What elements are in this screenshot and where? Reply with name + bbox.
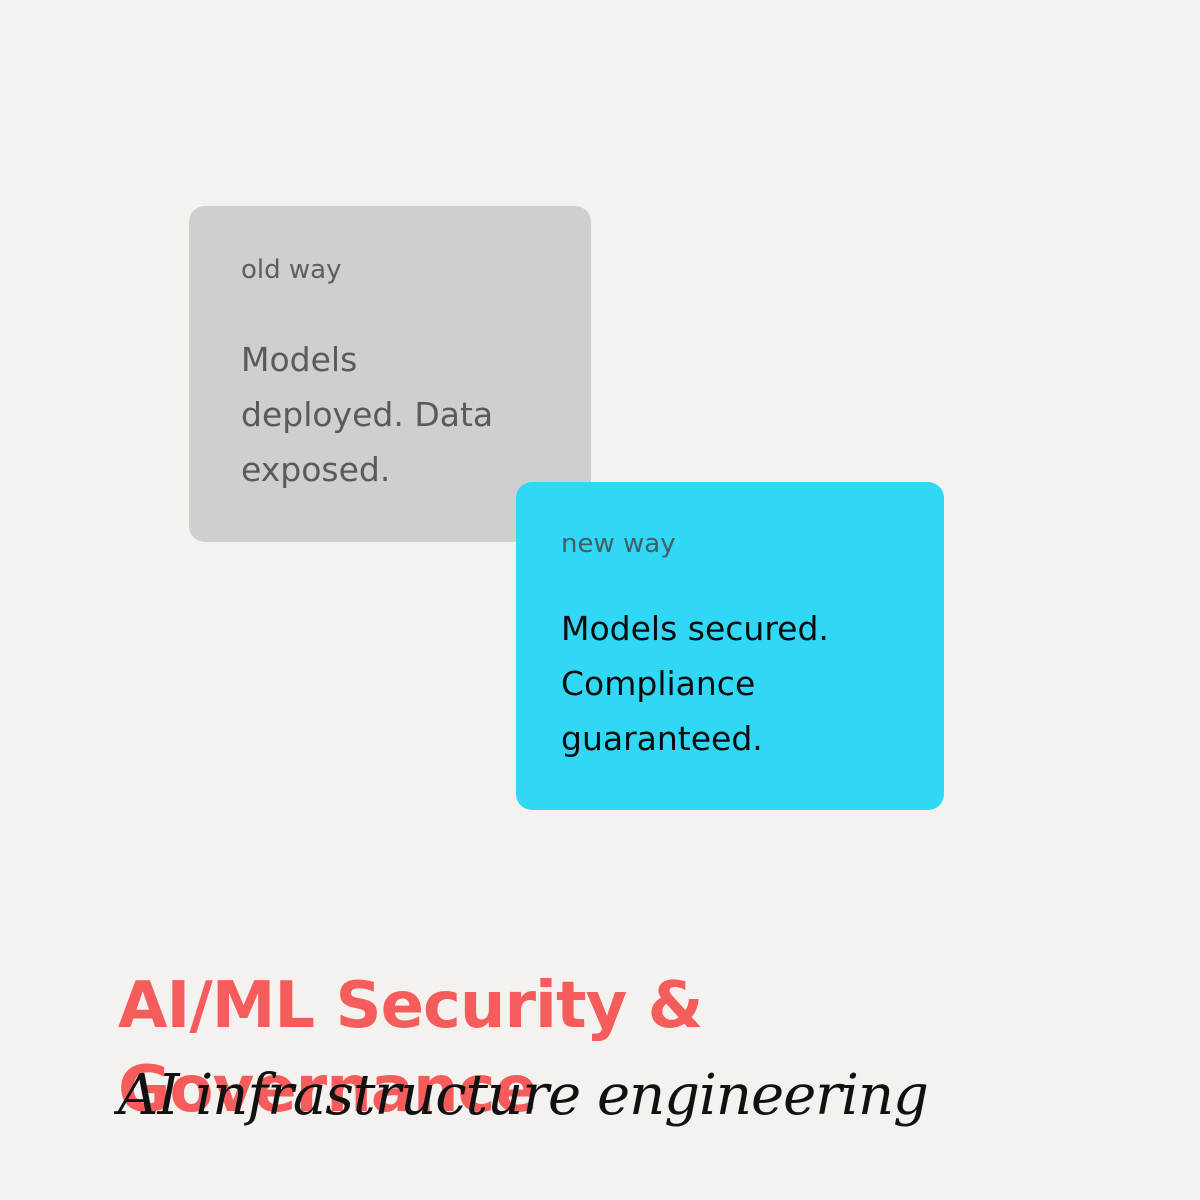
new-way-card: new way Models secured. Compliance guara… [516,482,944,810]
new-way-label: new way [561,529,676,559]
old-way-card: old way Models deployed. Data exposed. [189,206,591,542]
headline: AI/ML Security & Governance [118,969,703,1127]
old-way-label: old way [241,255,342,285]
old-way-text: Models deployed. Data exposed. [241,340,494,489]
new-way-text: Models secured. Compliance guaranteed. [561,609,829,758]
subline: AI infrastructure engineering [118,1063,929,1128]
